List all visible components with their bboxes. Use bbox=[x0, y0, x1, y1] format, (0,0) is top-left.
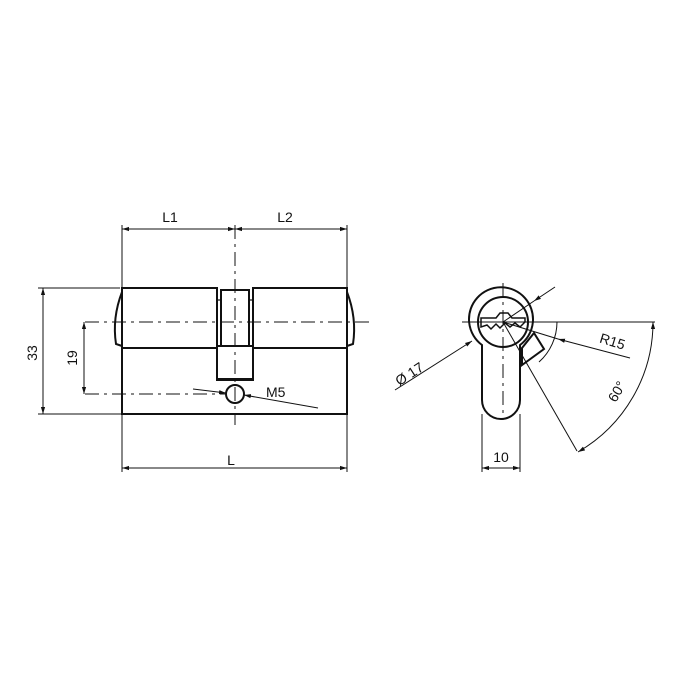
dim-label-19: 19 bbox=[64, 350, 80, 366]
dim-label-33: 33 bbox=[24, 345, 40, 361]
dim-label-l1: L1 bbox=[162, 209, 178, 225]
dim-label-diameter: Ø 17 bbox=[392, 359, 426, 389]
profile-outline bbox=[468, 286, 534, 420]
screw-hole bbox=[225, 384, 245, 404]
dim-label-60deg: 60° bbox=[604, 378, 628, 404]
right-plug bbox=[252, 287, 348, 349]
dim-label-m5: M5 bbox=[266, 384, 286, 400]
dim-label-l: L bbox=[227, 452, 235, 468]
dim-label-10: 10 bbox=[493, 449, 509, 465]
front-view bbox=[38, 225, 370, 472]
cam-lobe bbox=[521, 331, 546, 367]
dim-label-r15: R15 bbox=[598, 330, 627, 353]
left-plug bbox=[121, 287, 218, 349]
dim-label-l2: L2 bbox=[277, 209, 293, 225]
keyway bbox=[480, 312, 526, 331]
side-view bbox=[394, 283, 656, 472]
